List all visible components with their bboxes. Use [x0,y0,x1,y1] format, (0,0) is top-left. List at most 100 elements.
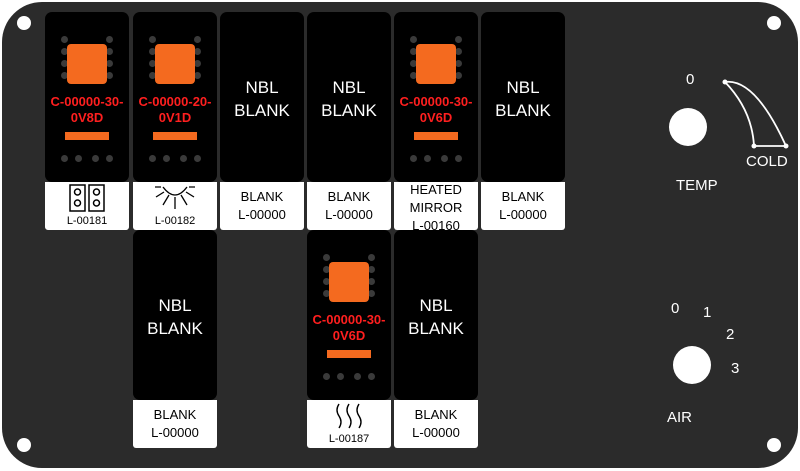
work-light-icon [155,186,195,209]
mounting-dot [106,36,113,43]
mounting-dot [61,155,68,162]
mounting-dot [323,278,330,285]
mounting-dot [368,373,375,380]
mounting-dot [410,72,417,79]
mounting-dot [194,60,201,67]
rocker-body[interactable]: C-00000-30-0V6D [394,12,478,182]
mounting-dot [61,60,68,67]
dual-lamp-icon [69,184,105,212]
mounting-dot [410,155,417,162]
mounting-dot [92,155,99,162]
mounting-dot [337,373,344,380]
mounting-dot [424,155,431,162]
air-knob[interactable] [673,346,711,384]
mounting-dot [455,72,462,79]
mounting-dot [323,373,330,380]
temp-cold-label: COLD [746,153,788,170]
temp-zero-label: 0 [686,71,695,88]
switch-code: C-00000-30-0V8D [50,94,124,125]
air-position-0: 0 [671,300,680,317]
mounting-dot [455,60,462,67]
mounting-dot [180,155,187,162]
mounting-dot [323,254,330,261]
mounting-dot [441,155,448,162]
mounting-dot [61,48,68,55]
mounting-dot [149,48,156,55]
mounting-dot [194,155,201,162]
indicator-led [155,44,195,84]
mounting-dot [368,266,375,273]
indicator-led [329,262,369,302]
indicator-led [67,44,107,84]
rocker-body[interactable]: C-00000-30-0V6D [307,230,391,400]
temp-knob[interactable] [669,108,707,146]
mounting-dot [368,278,375,285]
temp-scale-icon [722,79,789,149]
mounting-hole-top-right [767,16,781,30]
mounting-dot [368,290,375,297]
mounting-dot [410,36,417,43]
mounting-dot [194,36,201,43]
indicator-bar [65,132,109,140]
mounting-dot [323,266,330,273]
mounting-dot [106,60,113,67]
switch-legend: L-00187 [307,400,391,448]
mounting-dot [194,48,201,55]
temp-label: TEMP [676,177,718,194]
mounting-dot [106,48,113,55]
mounting-dot [106,155,113,162]
heat-wave-icon [336,403,362,429]
mounting-dot [75,155,82,162]
indicator-bar [414,132,458,140]
mounting-dot [455,48,462,55]
mounting-hole-bottom-right [767,438,781,452]
mounting-dot [163,155,170,162]
indicator-bar [153,132,197,140]
mounting-dot [368,254,375,261]
mounting-dot [410,60,417,67]
mounting-dot [61,72,68,79]
indicator-bar [327,350,371,358]
mounting-dot [149,72,156,79]
mounting-dot [106,72,113,79]
indicator-led [416,44,456,84]
rocker-body[interactable]: C-00000-30-0V8D [45,12,129,182]
air-position-3: 3 [731,360,740,377]
switch-legend: L-00182 [133,182,217,230]
mounting-dot [194,72,201,79]
switch-code: C-00000-30-0V6D [399,94,473,125]
mounting-dot [323,290,330,297]
mounting-hole-bottom-left [17,438,31,452]
switch-legend: L-00181 [45,182,129,230]
mounting-dot [455,36,462,43]
mounting-dot [354,373,361,380]
mounting-dot [149,155,156,162]
air-position-1: 1 [703,304,712,321]
mounting-hole-top-left [17,16,31,30]
mounting-dot [149,60,156,67]
air-position-2: 2 [726,326,735,343]
switch-code: C-00000-20-0V1D [138,94,212,125]
rocker-body[interactable]: C-00000-20-0V1D [133,12,217,182]
switch-code: C-00000-30-0V6D [312,312,386,343]
mounting-dot [455,155,462,162]
mounting-dot [410,48,417,55]
mounting-dot [149,36,156,43]
mounting-dot [61,36,68,43]
